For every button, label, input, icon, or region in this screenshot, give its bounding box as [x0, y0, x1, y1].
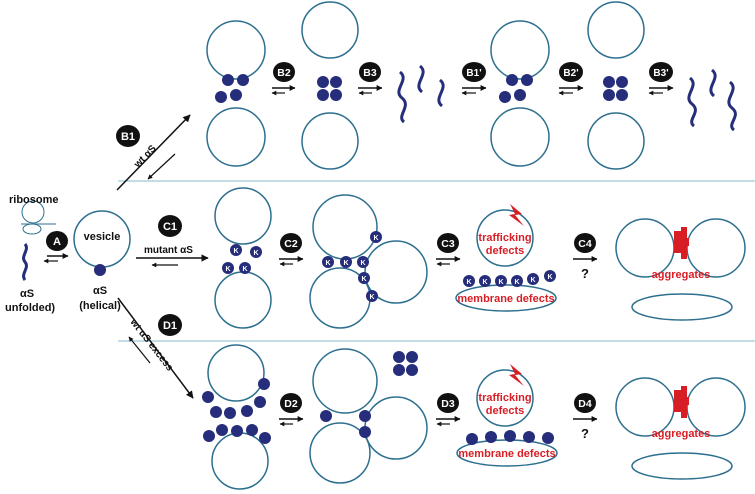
svg-text:A: A — [53, 236, 61, 248]
c1-docked-vesicles-k: K K K K — [214, 187, 272, 329]
ribosome-icon — [21, 200, 56, 235]
d2-vesicle-cluster — [309, 348, 428, 484]
step-badge-D3: D3 — [437, 393, 459, 413]
svg-text:K: K — [325, 260, 330, 267]
svg-text:defects: defects — [486, 405, 525, 417]
d4-question: ? — [581, 426, 589, 441]
as-helical-label-1: αS — [93, 285, 107, 297]
aggregate-icon — [674, 227, 689, 259]
lightning-icon — [509, 204, 524, 226]
svg-text:C2: C2 — [284, 238, 298, 250]
step-badge-A: A — [46, 231, 68, 251]
svg-text:K: K — [547, 274, 552, 281]
helical-as-dot — [94, 264, 106, 276]
b3prime-unfolded-chains — [687, 68, 737, 132]
step-badge-D4: D4 — [574, 393, 596, 413]
svg-text:B3: B3 — [363, 67, 377, 79]
svg-text:B3': B3' — [653, 68, 668, 79]
svg-text:K: K — [360, 260, 365, 267]
step-badge-B2: B2 — [273, 62, 295, 82]
svg-text:K: K — [373, 235, 378, 242]
svg-text:B2: B2 — [277, 67, 291, 79]
step-badge-B1prime: B1' — [462, 62, 486, 82]
step-badge-B3prime: B3' — [649, 62, 673, 82]
svg-text:K: K — [369, 294, 374, 301]
svg-text:K: K — [466, 279, 471, 286]
step-badge-D2: D2 — [280, 393, 302, 413]
svg-text:membrane defects: membrane defects — [457, 293, 554, 305]
svg-text:defects: defects — [486, 245, 525, 257]
svg-text:K: K — [530, 277, 535, 284]
step-badge-C1: C1 — [158, 215, 182, 237]
step-badge-C4: C4 — [574, 233, 596, 253]
step-badge-C2: C2 — [280, 233, 302, 253]
svg-text:C3: C3 — [441, 238, 455, 250]
c4-aggregates: aggregates — [615, 218, 746, 321]
vesicle-label: vesicle — [84, 231, 121, 243]
step-badge-B2prime: B2' — [559, 62, 583, 82]
c2-vesicle-cluster-k: K K K K K K — [309, 194, 428, 329]
svg-text:K: K — [225, 266, 230, 273]
svg-text:membrane defects: membrane defects — [458, 448, 555, 460]
svg-text:K: K — [514, 279, 519, 286]
d3-trafficking-defect: trafficking defects membrane defects — [456, 364, 558, 467]
d4-aggregates: aggregates — [615, 377, 746, 480]
svg-text:aggregates: aggregates — [652, 428, 711, 440]
unfolded-chain-icon — [22, 243, 28, 281]
svg-text:K: K — [253, 250, 258, 257]
svg-text:K: K — [361, 276, 366, 283]
wt-as-label: wt αS — [132, 143, 159, 171]
svg-text:C1: C1 — [163, 221, 177, 233]
lightning-icon — [509, 364, 524, 386]
svg-text:B1: B1 — [121, 131, 135, 143]
step-badge-D1: D1 — [158, 314, 182, 336]
svg-text:K: K — [498, 279, 503, 286]
svg-text:aggregates: aggregates — [652, 269, 711, 281]
svg-text:B1': B1' — [466, 68, 481, 79]
arrow-D1-forward — [117, 297, 194, 399]
as-helical-label-2: (helical) — [79, 300, 121, 312]
b1-docked-vesicles — [206, 20, 266, 167]
b2prime-separated-vesicles — [587, 1, 645, 170]
arrow-B1-forward — [116, 114, 191, 191]
svg-text:D2: D2 — [284, 398, 298, 410]
svg-text:D4: D4 — [578, 398, 592, 410]
svg-text:trafficking: trafficking — [478, 232, 531, 244]
step-badge-B3: B3 — [359, 62, 381, 82]
as-unfolded-label-1: αS — [20, 288, 34, 300]
svg-text:trafficking: trafficking — [478, 392, 531, 404]
svg-text:B2': B2' — [563, 68, 578, 79]
step-badge-B1: B1 — [116, 125, 140, 147]
c3-trafficking-defect: trafficking defects K K K K K K membrane de… — [455, 204, 557, 312]
svg-text:K: K — [233, 248, 238, 255]
b2-separated-vesicles — [301, 1, 359, 170]
mutant-as-label: mutant αS — [144, 245, 193, 256]
svg-text:D3: D3 — [441, 398, 455, 410]
svg-text:K: K — [343, 260, 348, 267]
as-unfolded-label-2: unfolded) — [5, 302, 55, 314]
b1prime-docked-vesicles — [490, 20, 550, 167]
svg-text:D1: D1 — [163, 320, 177, 332]
arrow-B1-back — [147, 153, 176, 180]
b3-unfolded-chains — [397, 64, 445, 124]
c4-question: ? — [581, 266, 589, 281]
svg-text:K: K — [482, 279, 487, 286]
step-badge-C3: C3 — [437, 233, 459, 253]
ribosome-label: ribosome — [9, 194, 59, 206]
aggregate-icon — [674, 386, 689, 418]
svg-text:C4: C4 — [578, 238, 592, 250]
arrow-D1-back — [128, 336, 151, 364]
svg-text:K: K — [242, 266, 247, 273]
d1-docked-vesicles-excess — [202, 344, 271, 490]
